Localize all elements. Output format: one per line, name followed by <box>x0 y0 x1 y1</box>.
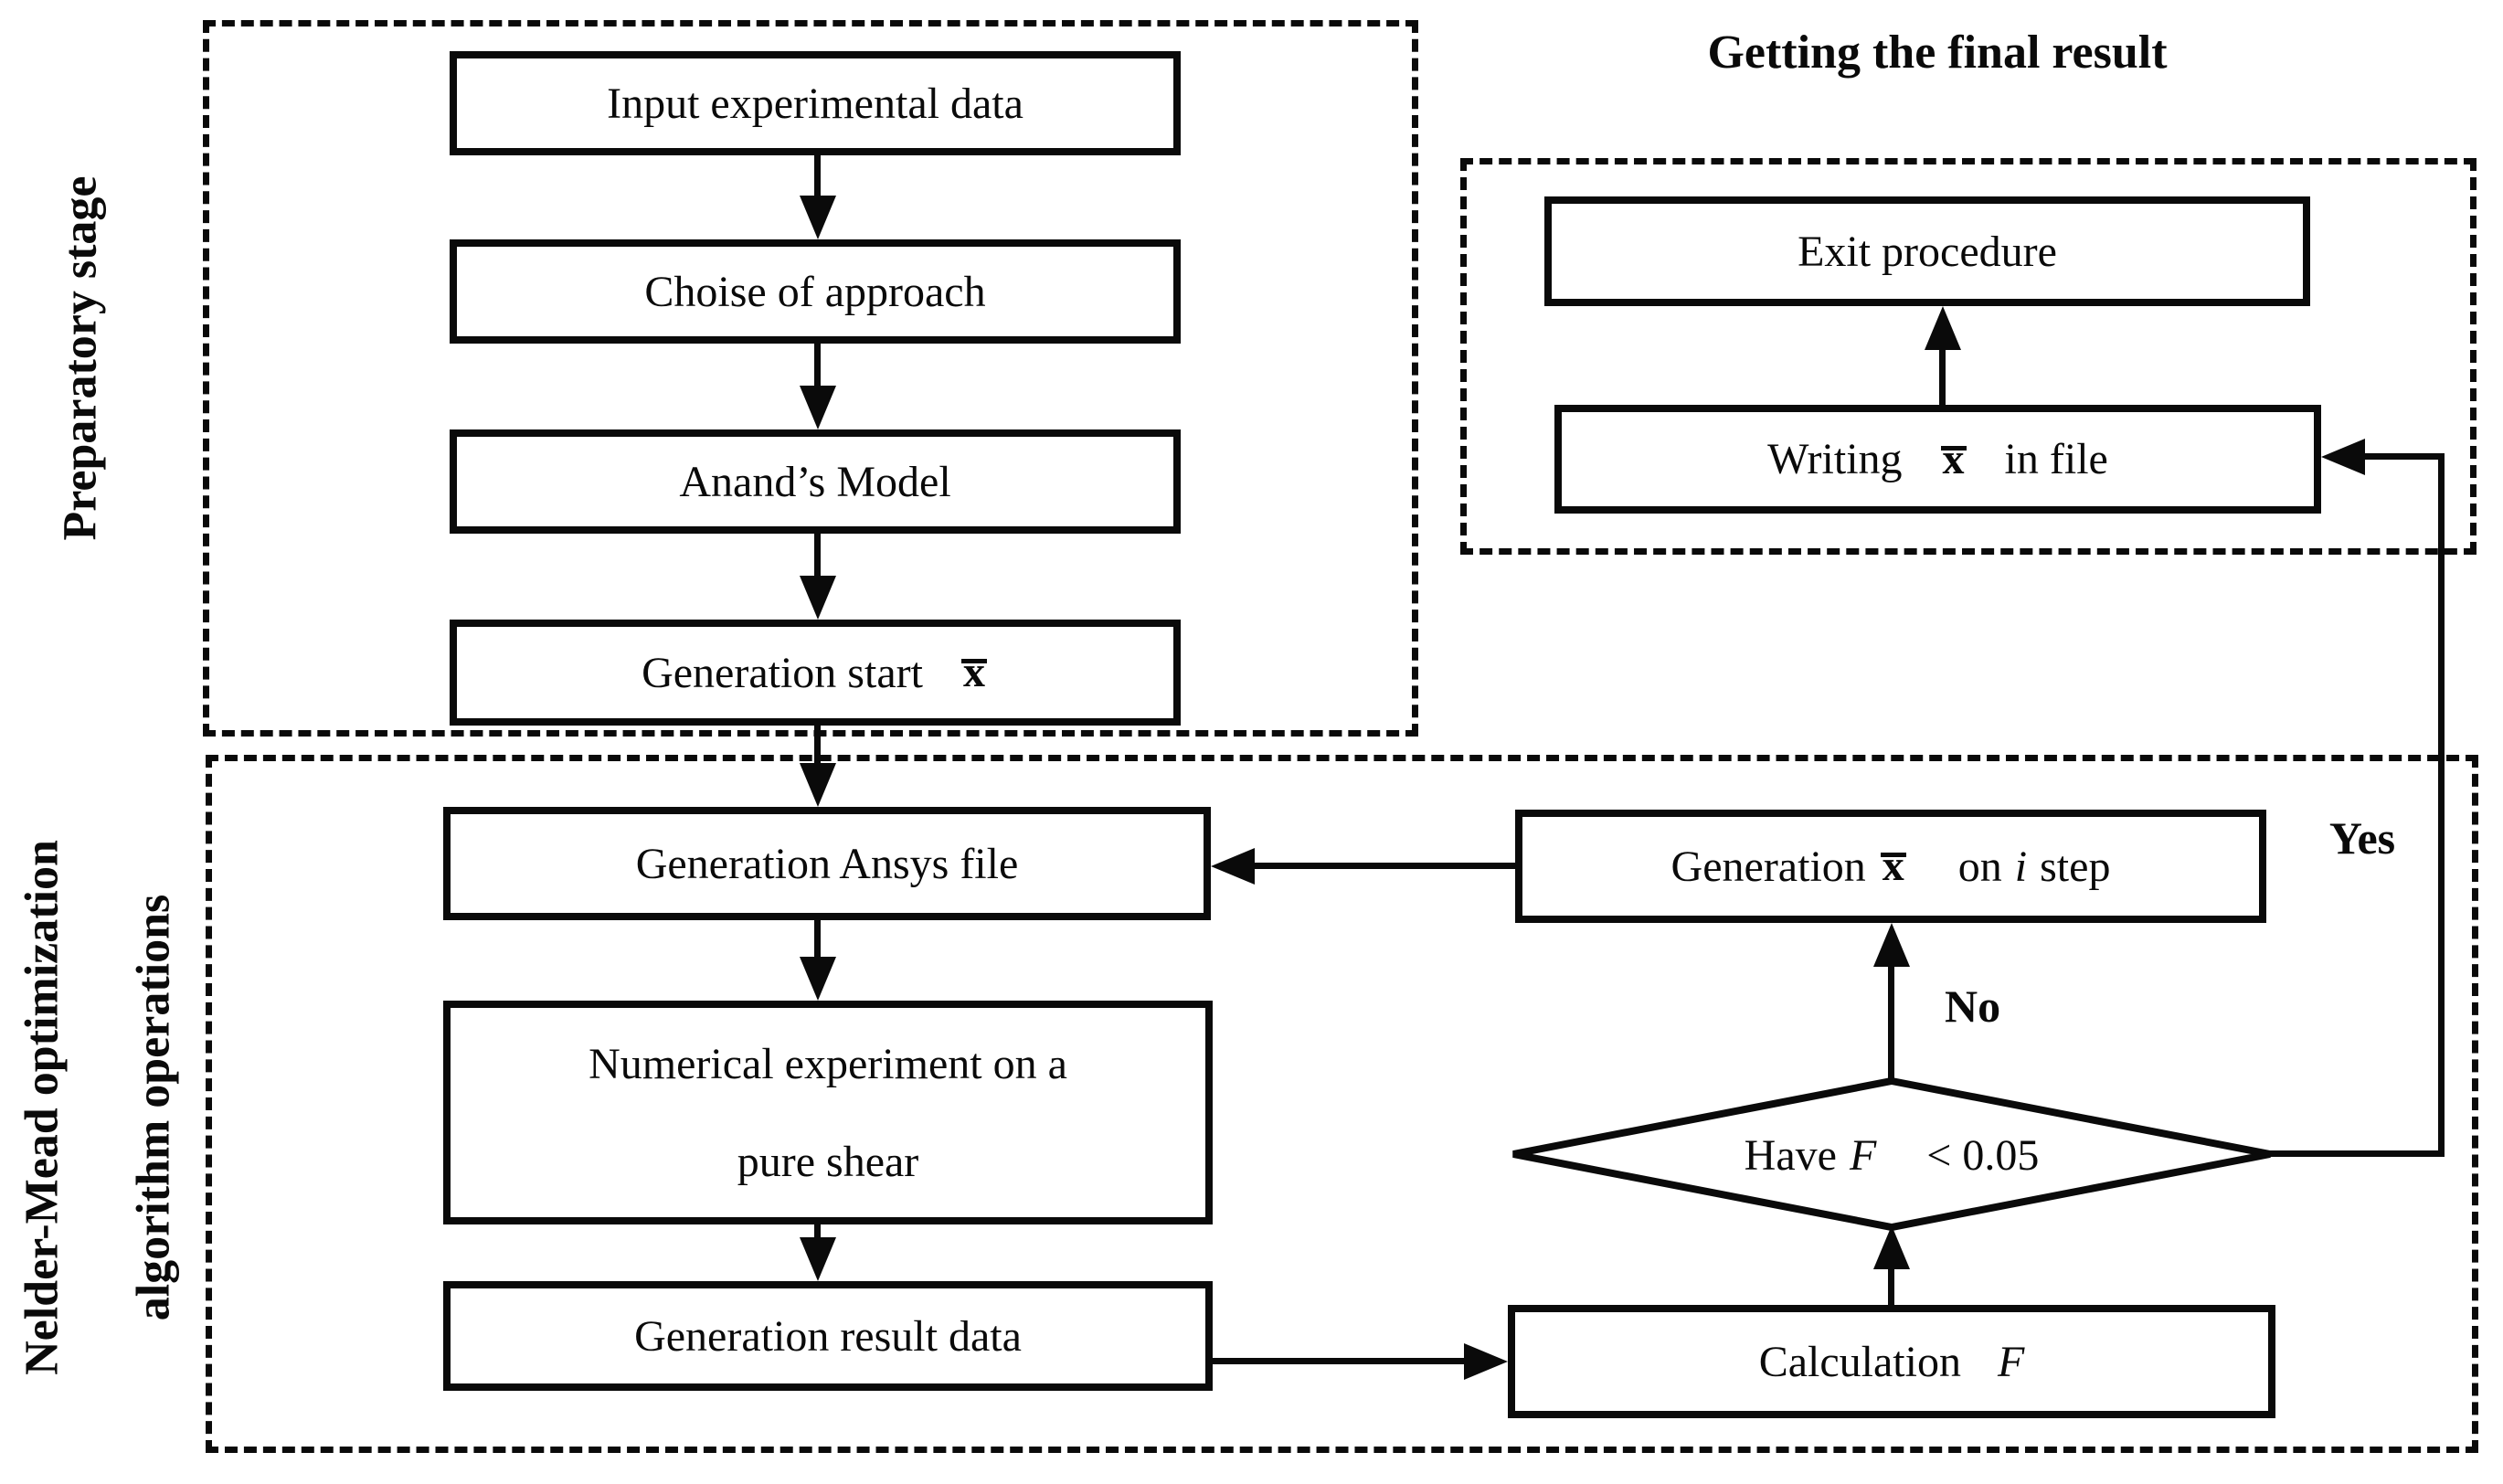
label-no: No <box>1945 980 2001 1032</box>
decision-diamond-label: Have F < 0.05 <box>1544 1129 2239 1182</box>
arrow-line <box>814 534 821 581</box>
arrowhead-up-icon <box>1873 1225 1910 1269</box>
node-numerical-experiment: Numerical experiment on a pure shear <box>443 1001 1213 1224</box>
arrowhead-down-icon <box>800 1237 836 1281</box>
node-generation-x-on-i-step: Generation x on i step <box>1515 810 2266 923</box>
node-generation-start-x: Generation start x <box>450 620 1181 726</box>
label-algorithm-operations: algorithm operations <box>127 894 180 1321</box>
node-input-experimental-data: Input experimental data <box>450 51 1181 155</box>
arrowhead-down-icon <box>800 196 836 239</box>
node-writing-x-in-file: Writing x in file <box>1554 405 2321 514</box>
arrow-line <box>1888 1267 1894 1305</box>
arrowhead-left-icon <box>1211 848 1255 885</box>
label-nelder-mead-optimization: Nelder-Mead optimization <box>16 840 69 1375</box>
have-text: Have <box>1744 1130 1837 1180</box>
group-preparatory-stage-box <box>203 20 1418 737</box>
arrowhead-down-icon <box>800 763 836 807</box>
x-bar-symbol: x <box>1939 437 1968 482</box>
node-calculation-f: Calculation F <box>1508 1305 2275 1418</box>
f-variable: F <box>1849 1130 1877 1180</box>
arrowhead-down-icon <box>800 576 836 620</box>
group-nelder-mead-box <box>206 755 2478 1453</box>
i-variable: i <box>2014 842 2028 891</box>
arrowhead-up-icon <box>1873 923 1910 967</box>
in-file-text: in file <box>2004 435 2108 483</box>
node-generation-result-data: Generation result data <box>443 1281 1213 1391</box>
arrowhead-up-icon <box>1925 306 1961 350</box>
on-text: on <box>1957 842 2002 891</box>
group-final-result-box <box>1460 158 2476 555</box>
x-bar-symbol: x <box>960 651 989 694</box>
node-anands-model: Anand’s Model <box>450 429 1181 534</box>
node-exit-procedure: Exit procedure <box>1544 196 2310 306</box>
step-text: step <box>2040 842 2111 891</box>
arrow-line <box>814 344 821 391</box>
f-variable: F <box>1997 1337 2025 1386</box>
arrow-line <box>814 1224 821 1243</box>
node-generation-ansys-file: Generation Ansys file <box>443 807 1211 920</box>
condition-text: < 0.05 <box>1926 1130 2040 1180</box>
title-getting-final-result: Getting the final result <box>1707 26 2168 79</box>
arrowhead-down-icon <box>800 957 836 1001</box>
arrow-line <box>2438 453 2445 1157</box>
writing-text: Writing <box>1767 435 1903 483</box>
arrow-line <box>814 155 821 201</box>
arrow-line <box>2360 453 2445 460</box>
x-bar-symbol: x <box>1879 844 1908 888</box>
numerical-experiment-line2: pure shear <box>737 1137 919 1186</box>
node-choise-of-approach: Choise of approach <box>450 239 1181 344</box>
label-yes: Yes <box>2328 812 2396 864</box>
label-preparatory-stage: Preparatory stage <box>54 175 107 541</box>
arrow-line <box>1888 964 1894 1083</box>
generation-step-text: Generation <box>1670 842 1866 891</box>
arrow-line <box>814 726 821 768</box>
numerical-experiment-line1: Numerical experiment on a <box>589 1039 1067 1088</box>
arrow-line <box>814 920 821 961</box>
generation-start-text: Generation start <box>642 648 923 697</box>
arrow-line <box>1939 345 1946 405</box>
calculation-text: Calculation <box>1758 1337 1961 1386</box>
arrow-line <box>1213 1358 1471 1364</box>
arrowhead-right-icon <box>1464 1343 1508 1380</box>
arrow-line <box>1250 863 1515 869</box>
arrow-line <box>2270 1150 2445 1157</box>
arrowhead-down-icon <box>800 386 836 429</box>
arrowhead-left-icon <box>2321 439 2365 475</box>
